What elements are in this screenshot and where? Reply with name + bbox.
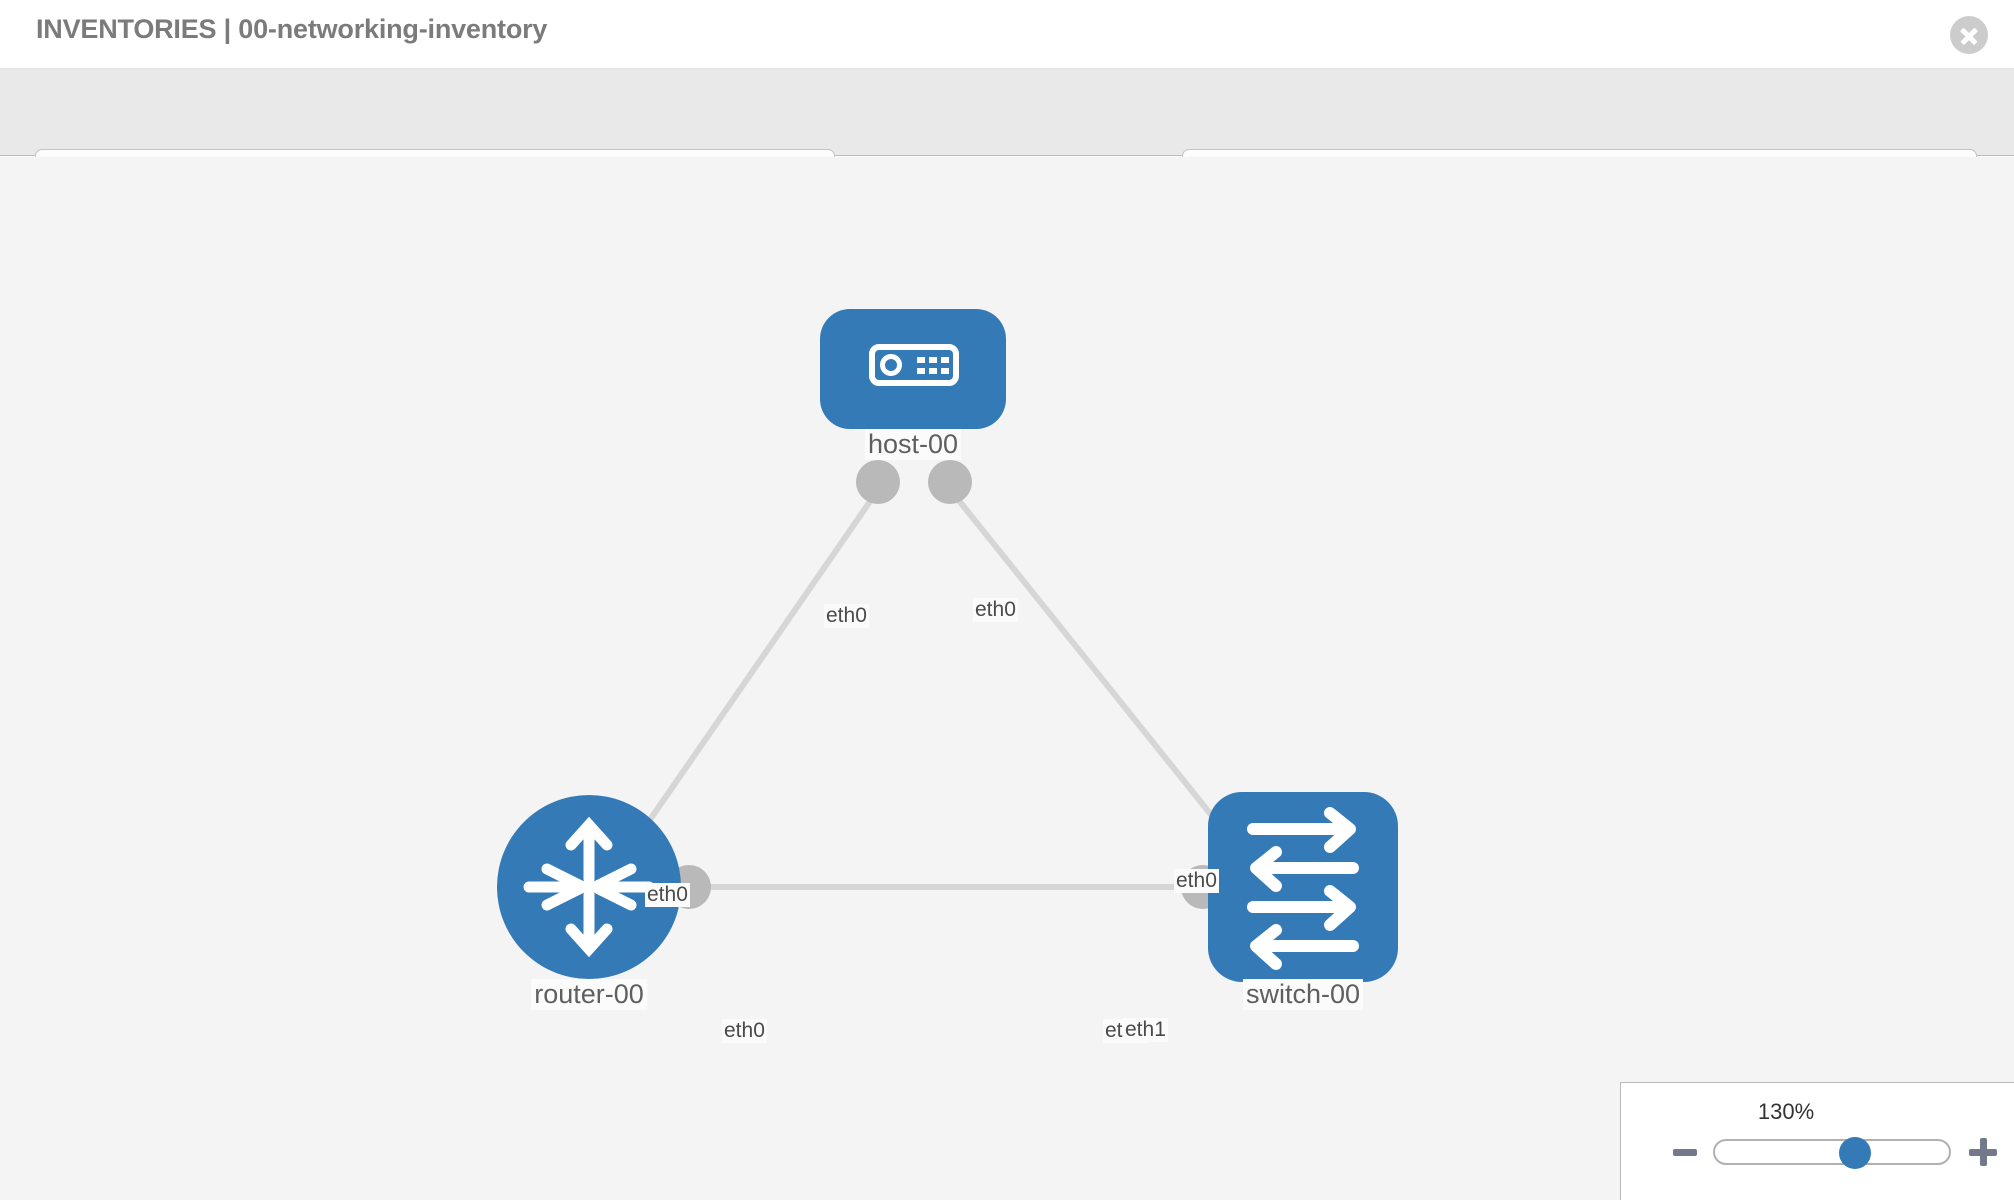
iface-label-router-eth0-right: eth0 [722, 1019, 767, 1043]
zoom-out-button[interactable] [1673, 1149, 1697, 1156]
zoom-level-value: 130% [1757, 1099, 1815, 1124]
iface-label-host-eth0-left: eth0 [824, 604, 869, 628]
page-header: INVENTORIES | 00-networking-inventory [0, 0, 2014, 69]
toolbar: ACTIONS SEARCH [0, 69, 2014, 202]
topology-graph [497, 309, 1398, 982]
plus-icon-vertical [1979, 1138, 1987, 1166]
node-label-switch-00: switch-00 [1242, 979, 1364, 1010]
iface-label-switch-eth1-left: eth1 [1123, 1018, 1168, 1042]
connector-host-right [928, 460, 972, 504]
topology-edges [597, 485, 1248, 894]
zoom-in-button[interactable] [1969, 1138, 1997, 1166]
close-icon[interactable] [1950, 16, 1988, 54]
page-title: INVENTORIES | 00-networking-inventory [36, 14, 548, 44]
zoom-slider-track[interactable] [1713, 1137, 1951, 1169]
iface-label-router-eth0-up: eth0 [645, 883, 690, 907]
connector-host-left [856, 460, 900, 504]
iface-label-host-eth0-right: eth0 [973, 598, 1018, 622]
node-label-router-00: router-00 [531, 979, 647, 1010]
edge-host-switch [945, 485, 1248, 859]
node-switch-00[interactable] [1208, 792, 1398, 982]
topology-connectors [667, 460, 1256, 909]
zoom-slider-thumb[interactable] [1838, 1137, 1871, 1169]
topology-canvas[interactable]: host-00 router-00 switch-00 eth0 eth0 et… [0, 157, 2014, 1200]
node-label-host-00: host-00 [864, 429, 962, 460]
iface-label-switch-eth0-up: eth0 [1174, 869, 1219, 893]
node-router-00[interactable] [497, 795, 681, 979]
zoom-control-panel: 130% [1620, 1082, 2014, 1200]
node-host-00[interactable] [820, 309, 1006, 429]
